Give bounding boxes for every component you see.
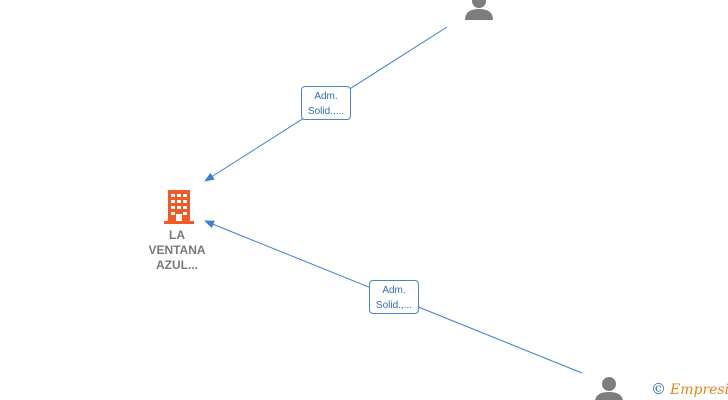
edge-label-line: Adm. [382, 285, 406, 296]
edge-label-line: Solid.,... [375, 300, 413, 311]
brand-name: Empresia [670, 382, 728, 398]
company-label-line: VENTANA [148, 243, 206, 257]
edge-label-line: Adm. [314, 91, 338, 102]
company-node-label[interactable]: LA VENTANA AZUL... [137, 228, 217, 273]
person-icon[interactable] [593, 376, 625, 400]
company-label-line: AZUL... [156, 258, 198, 272]
edge-label-line: Solid.,... [307, 106, 345, 117]
edge-label-bottom[interactable]: Adm. Solid.,... [369, 280, 419, 314]
brand-logo: ©Empresia [651, 378, 728, 400]
copyright-icon: © [651, 380, 666, 398]
edge-label-top[interactable]: Adm. Solid.,... [301, 86, 351, 120]
person-icon[interactable] [463, 0, 495, 20]
company-label-line: LA [169, 228, 185, 242]
building-icon[interactable] [163, 190, 195, 224]
